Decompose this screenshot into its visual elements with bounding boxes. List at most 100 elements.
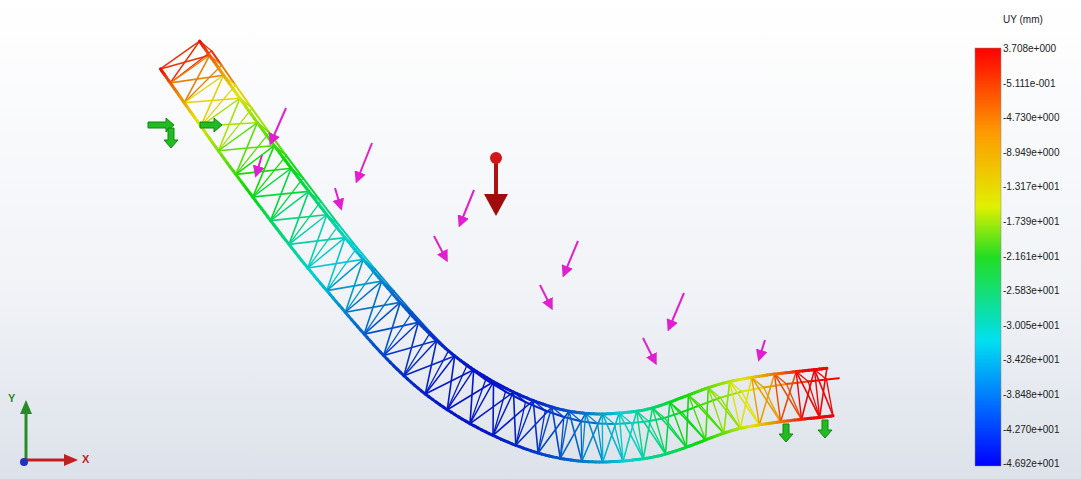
tick-value: -1.739e+001 bbox=[1003, 216, 1059, 228]
truss-member bbox=[643, 408, 652, 459]
truss-member bbox=[619, 413, 623, 461]
truss-member bbox=[327, 259, 363, 290]
truss-member bbox=[825, 367, 827, 370]
tick-value: -5.111e-001 bbox=[1003, 78, 1055, 90]
truss-member bbox=[603, 413, 620, 462]
truss-member bbox=[184, 98, 240, 103]
truss-member bbox=[339, 225, 357, 248]
load-arrow bbox=[565, 241, 578, 272]
truss-member bbox=[686, 395, 688, 447]
truss-member bbox=[623, 411, 637, 461]
tick-value: -4.692e+001 bbox=[1003, 458, 1059, 470]
gravity-arrow bbox=[484, 152, 508, 216]
truss-member bbox=[706, 388, 709, 440]
truss-member bbox=[447, 382, 493, 410]
truss-member bbox=[538, 407, 552, 453]
truss-member bbox=[384, 322, 419, 355]
truss-member bbox=[447, 370, 473, 410]
truss-member bbox=[820, 368, 827, 417]
tick-value: -3.005e+001 bbox=[1003, 320, 1059, 332]
truss-member bbox=[470, 392, 514, 424]
truss-member bbox=[184, 65, 221, 103]
truss-member bbox=[514, 392, 516, 445]
truss-member bbox=[724, 382, 730, 434]
truss-member bbox=[364, 322, 418, 334]
truss-member bbox=[455, 356, 467, 366]
truss-member bbox=[394, 291, 412, 312]
truss-member bbox=[470, 382, 494, 424]
truss-member bbox=[666, 402, 670, 454]
truss-member bbox=[253, 191, 309, 197]
truss-member bbox=[308, 238, 345, 268]
truss-member bbox=[688, 395, 705, 440]
truss-member bbox=[582, 414, 603, 461]
truss-member bbox=[533, 401, 545, 411]
truss-member bbox=[289, 215, 327, 245]
truss-member bbox=[425, 356, 454, 394]
load-arrow bbox=[760, 340, 765, 356]
truss-member bbox=[796, 372, 801, 420]
load-arrow bbox=[434, 236, 445, 257]
tick-value: -2.583e+001 bbox=[1003, 285, 1059, 297]
color-bar bbox=[975, 48, 1001, 466]
truss-member bbox=[253, 168, 291, 197]
tick-value: -4.730e+000 bbox=[1003, 112, 1059, 124]
truss-member bbox=[653, 408, 666, 454]
truss-member bbox=[271, 191, 309, 220]
truss-member bbox=[602, 414, 604, 462]
truss-member bbox=[582, 413, 586, 461]
truss-bridge bbox=[160, 41, 839, 462]
truss-member bbox=[345, 302, 400, 312]
truss-member bbox=[569, 411, 582, 461]
truss-member bbox=[815, 370, 820, 418]
load-arrow bbox=[670, 293, 684, 326]
truss-member bbox=[470, 370, 474, 424]
truss-member bbox=[437, 341, 449, 351]
truss-member bbox=[775, 374, 781, 422]
load-arrow bbox=[257, 155, 262, 172]
fixture-symbols bbox=[148, 118, 832, 442]
truss-member bbox=[516, 401, 533, 446]
truss-member bbox=[218, 146, 274, 151]
load-arrow bbox=[272, 108, 286, 140]
axis-label: X bbox=[82, 453, 89, 465]
legend-title: UY (mm) bbox=[1003, 14, 1043, 26]
tick-value: -2.161e+001 bbox=[1003, 251, 1059, 263]
truss-member bbox=[364, 302, 400, 334]
truss-member bbox=[218, 123, 257, 151]
truss-member bbox=[160, 41, 199, 69]
truss-member bbox=[170, 75, 223, 83]
truss-member bbox=[345, 281, 382, 312]
truss-member bbox=[637, 411, 644, 459]
truss-member bbox=[236, 146, 274, 175]
truss-member bbox=[404, 332, 431, 375]
truss-member bbox=[327, 281, 382, 291]
tick-value: -3.848e+001 bbox=[1003, 389, 1059, 401]
truss-member bbox=[404, 341, 437, 376]
axis-label: Y bbox=[8, 392, 15, 404]
truss-member bbox=[467, 366, 486, 380]
truss-member bbox=[236, 168, 291, 174]
tick-value: -4.270e+001 bbox=[1003, 424, 1059, 436]
truss-member bbox=[538, 411, 569, 453]
truss-member bbox=[363, 259, 375, 269]
load-arrow bbox=[540, 285, 550, 305]
truss-member bbox=[802, 370, 815, 420]
truss-member bbox=[212, 51, 222, 65]
load-arrows bbox=[257, 108, 765, 360]
load-arrow bbox=[335, 188, 340, 205]
truss-member bbox=[170, 55, 209, 83]
truss-member bbox=[160, 55, 209, 69]
tick-value: 3.708e+000 bbox=[1003, 43, 1056, 55]
truss-member bbox=[827, 380, 834, 416]
truss-member bbox=[781, 372, 797, 422]
truss-member bbox=[375, 269, 394, 291]
load-arrow bbox=[358, 143, 372, 178]
tick-value: -1.317e+001 bbox=[1003, 181, 1059, 193]
truss-member bbox=[602, 414, 623, 461]
truss-member bbox=[730, 382, 741, 429]
truss-member bbox=[670, 402, 687, 447]
truss-member bbox=[184, 75, 223, 103]
load-arrow bbox=[643, 338, 654, 360]
truss-member bbox=[827, 378, 839, 379]
